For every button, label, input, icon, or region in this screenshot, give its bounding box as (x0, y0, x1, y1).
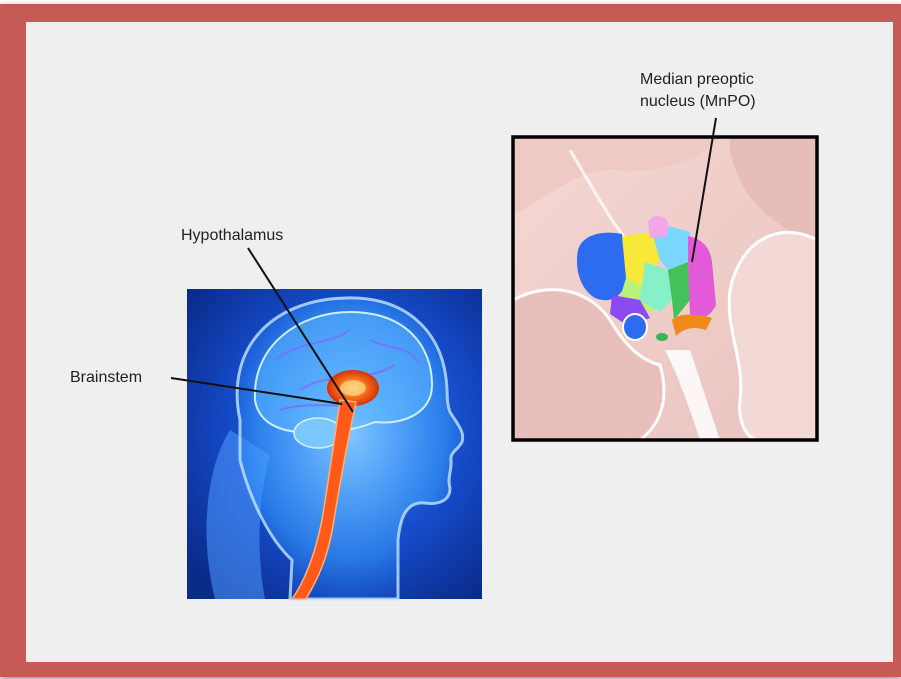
hypothalamus-label: Hypothalamus (181, 226, 283, 246)
mnpo-label-line2: nucleus (MnPO) (640, 92, 756, 112)
head-anatomy-illustration (187, 289, 482, 599)
brainstem-label: Brainstem (70, 368, 142, 388)
mnpo-label-line1: Median preoptic (640, 70, 754, 90)
hypothalamus-nuclei-inset-illustration (513, 137, 817, 440)
